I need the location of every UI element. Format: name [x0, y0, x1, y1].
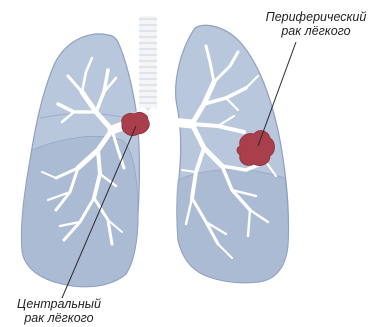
peripheral-label-line1: Периферический — [252, 10, 379, 24]
trachea — [139, 16, 157, 116]
central-label-line1: Центральный — [0, 297, 118, 311]
central-cancer-label: Центральный рак лёгкого — [0, 297, 118, 325]
central-tumor — [122, 112, 150, 135]
central-label-line2: рак лёгкого — [0, 311, 118, 325]
peripheral-cancer-label: Периферический рак лёгкого — [252, 10, 379, 38]
peripheral-label-line2: рак лёгкого — [252, 24, 379, 38]
